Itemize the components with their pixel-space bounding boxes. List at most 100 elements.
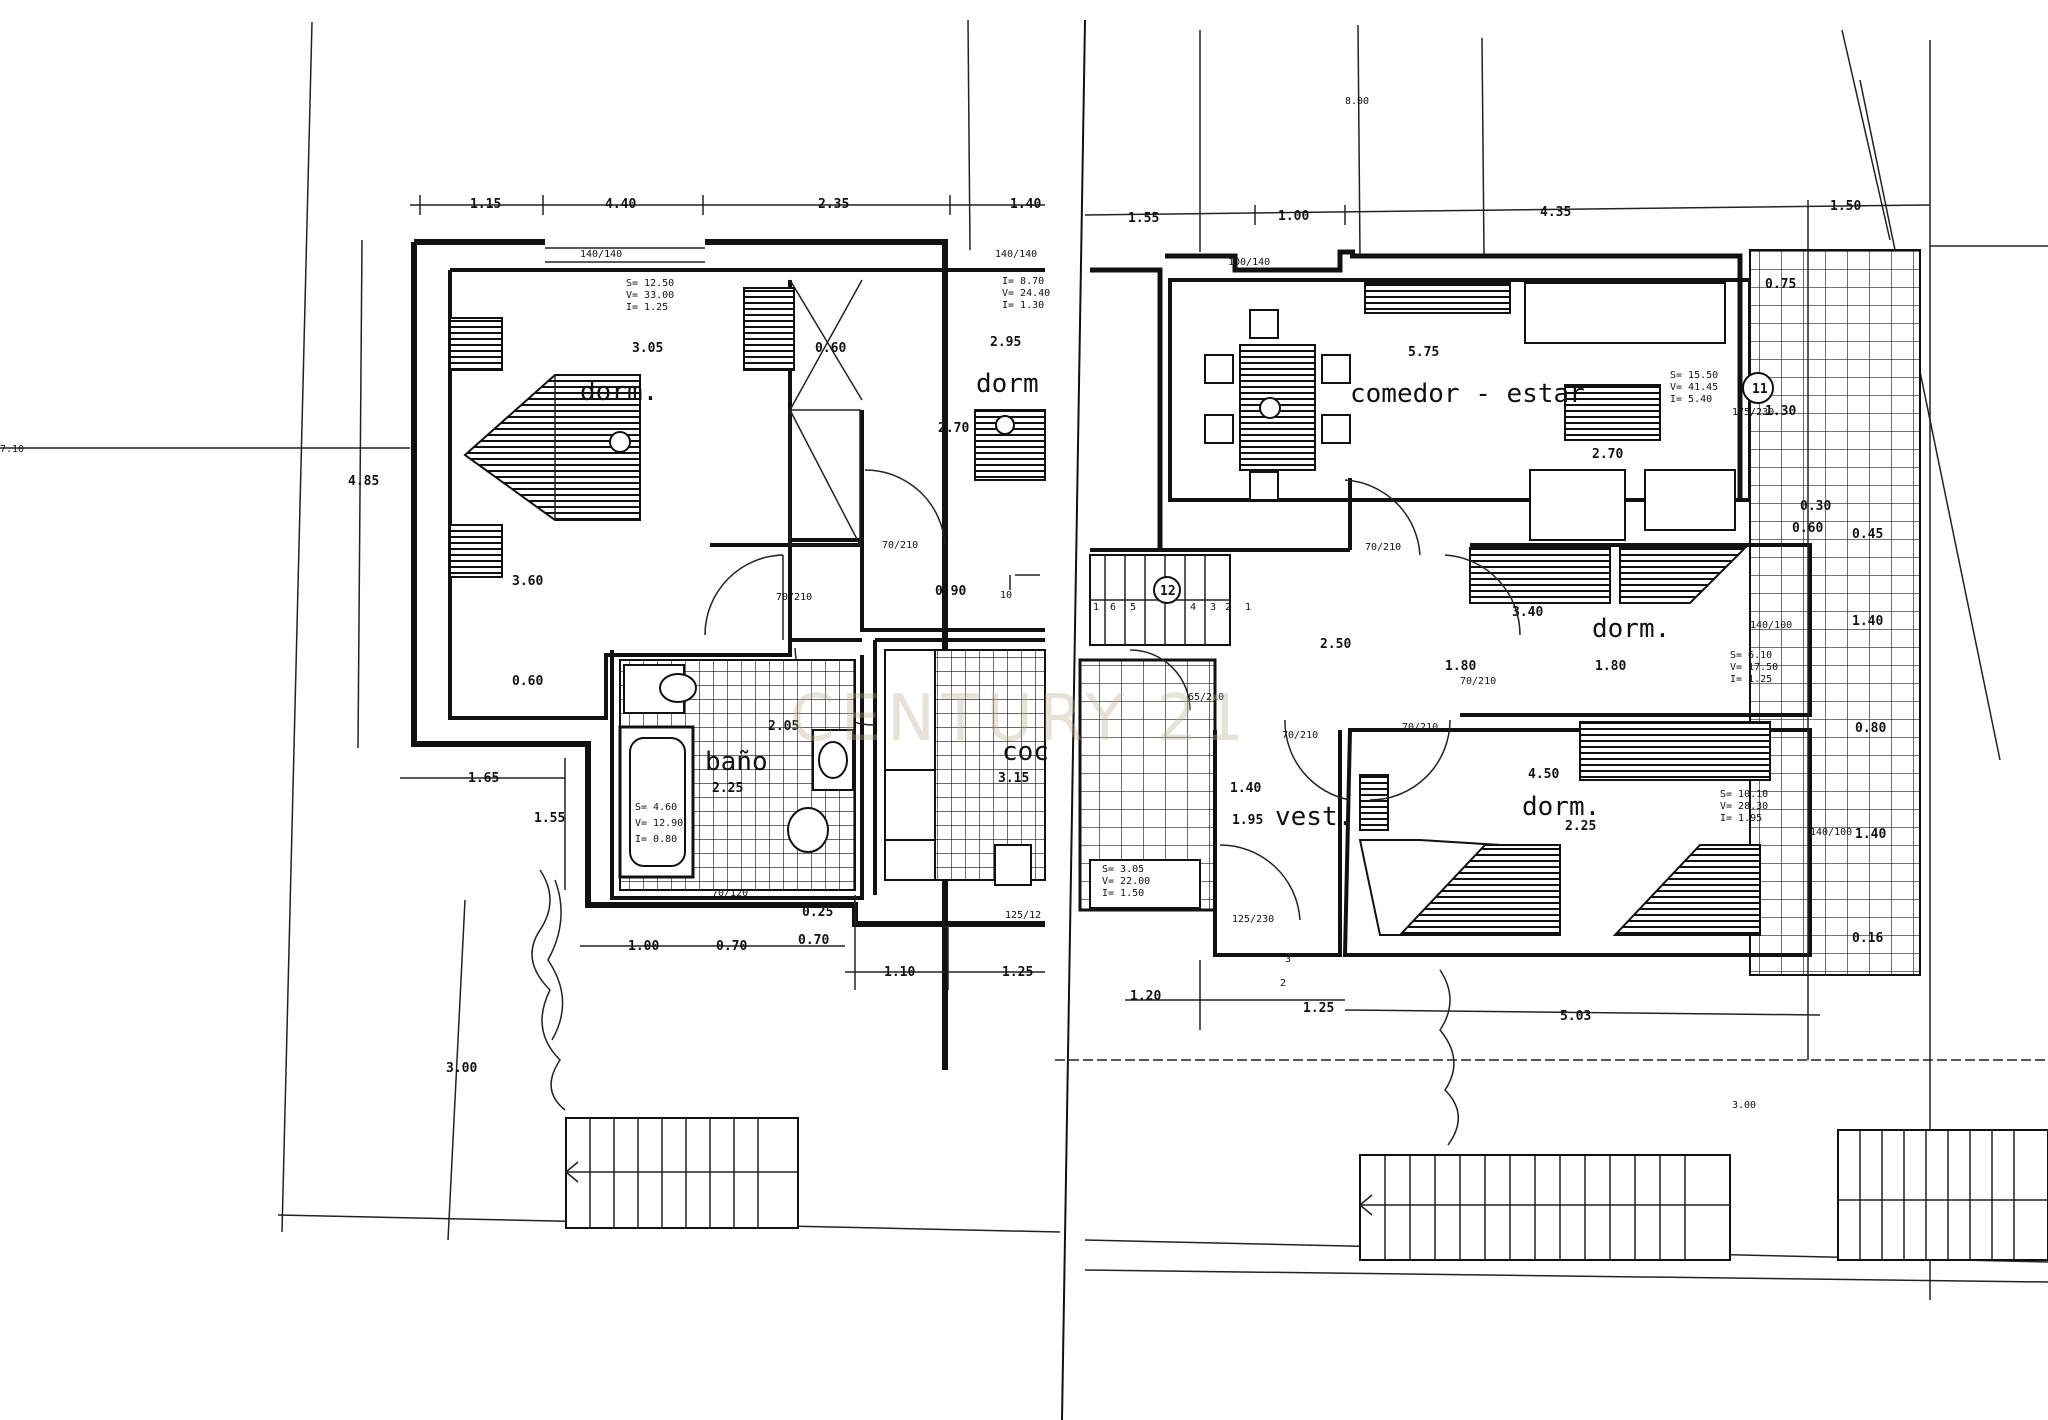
dim: 0.80 [1855, 721, 1886, 736]
door-label: 65/210 [1188, 692, 1224, 703]
dim: 0.75 [1765, 277, 1796, 292]
dim: 2.70 [1592, 447, 1623, 462]
svg-text:4: 4 [1190, 602, 1196, 613]
svg-text:S= 4.60: S= 4.60 [635, 802, 677, 813]
dim: 2.05 [768, 719, 799, 734]
right-outdoor-steps [1359, 1129, 2048, 1261]
svg-text:3: 3 [1285, 954, 1291, 965]
svg-text:S= 15.50: S= 15.50 [1670, 370, 1718, 381]
window-label: 140/100 [1810, 827, 1852, 838]
window-label: 140/100 [1750, 620, 1792, 631]
left-dorm2-area: I= 8.70 V= 24.40 I= 1.30 [1002, 276, 1050, 311]
svg-text:I= 1.25: I= 1.25 [1730, 674, 1772, 685]
circle-label: 12 [1160, 584, 1176, 599]
window-label: 140/140 [995, 249, 1037, 260]
dim: 7.10 [0, 444, 24, 455]
svg-text:5: 5 [1130, 602, 1136, 613]
svg-text:1: 1 [1245, 602, 1251, 613]
left-outdoor-steps [565, 1117, 799, 1229]
svg-text:V= 22.00: V= 22.00 [1102, 876, 1150, 887]
dim: 1.25 [1303, 1001, 1334, 1016]
right-dorm1-label: dorm. [1592, 614, 1670, 644]
svg-text:I= 0.80: I= 0.80 [635, 834, 677, 845]
dim: 0.16 [1852, 931, 1883, 946]
dim: 1.40 [1855, 827, 1886, 842]
left-dorm1-label: dorm. [580, 377, 658, 407]
dim: 0.90 [935, 584, 966, 599]
svg-text:S= 3.05: S= 3.05 [1102, 864, 1144, 875]
dim: 0.70 [798, 933, 829, 948]
left-floor-plan [357, 195, 1046, 1241]
left-bano-label: baño [705, 747, 768, 777]
left-bano-area: S= 4.60 V= 12.90 I= 0.80 [635, 802, 683, 845]
door-label: 70/210 [1402, 722, 1438, 733]
circle-label: 11 [1752, 382, 1768, 397]
stair-step-numbers: 1 6 5 4 3 2 1 3 2 [1093, 602, 1291, 989]
svg-text:6: 6 [1110, 602, 1116, 613]
dim: 0.45 [1852, 527, 1883, 542]
dim: 3.00 [446, 1061, 477, 1076]
door-label: 70/210 [1365, 542, 1401, 553]
dim: 3.40 [1512, 605, 1543, 620]
svg-text:S= 6.10: S= 6.10 [1730, 650, 1772, 661]
door-label: 70/210 [882, 540, 918, 551]
door-label: 70/210 [1282, 730, 1318, 741]
dim: 1.10 [884, 965, 915, 980]
door-label: 70/210 [1460, 676, 1496, 687]
dim: 0.30 [1800, 499, 1831, 514]
svg-text:V= 28.30: V= 28.30 [1720, 801, 1768, 812]
window-label: 140/140 [580, 249, 622, 260]
door-label: 70/120 [712, 888, 748, 899]
dim: 1.80 [1445, 659, 1476, 674]
svg-text:V= 17.50: V= 17.50 [1730, 662, 1778, 673]
svg-text:I= 8.70: I= 8.70 [1002, 276, 1044, 287]
svg-text:2: 2 [1225, 602, 1231, 613]
dim: 2.25 [1565, 819, 1596, 834]
dim: 1.80 [1595, 659, 1626, 674]
dim: 4.40 [605, 197, 636, 212]
right-dimension-lines [1084, 200, 1931, 1060]
left-cocina-label: coc [1002, 737, 1049, 767]
dim: 1.55 [534, 811, 565, 826]
svg-text:I= 5.40: I= 5.40 [1670, 394, 1712, 405]
svg-text:V= 24.40: V= 24.40 [1002, 288, 1050, 299]
dim: 4.35 [1540, 205, 1571, 220]
dim: 1.95 [1232, 813, 1263, 828]
watermark-logo: CENTURY 21 [790, 682, 1250, 756]
dim: 2.35 [818, 197, 849, 212]
svg-text:I= 1.95: I= 1.95 [1720, 813, 1762, 824]
right-vest-area: S= 3.05 V= 22.00 I= 1.50 [1102, 864, 1150, 899]
window-label: 100/140 [1228, 257, 1270, 268]
left-dimension-lines [357, 195, 1045, 1241]
right-dorm1-area: S= 6.10 V= 17.50 I= 1.25 [1730, 650, 1778, 685]
dim: 1.30 [1765, 404, 1796, 419]
dim: 5.75 [1408, 345, 1439, 360]
dim: 4.85 [348, 474, 379, 489]
door-label: 10 [1000, 590, 1012, 601]
svg-text:S= 12.50: S= 12.50 [626, 278, 674, 289]
svg-text:V= 33.00: V= 33.00 [626, 290, 674, 301]
svg-text:V= 41.45: V= 41.45 [1670, 382, 1718, 393]
right-comedor-area: S= 15.50 V= 41.45 I= 5.40 [1670, 370, 1718, 405]
dim: 3.05 [632, 341, 663, 356]
right-dorm2-area: S= 10.10 V= 28.30 I= 1.95 [1720, 789, 1768, 824]
dim: 4.50 [1528, 767, 1559, 782]
dim: 1.00 [628, 939, 659, 954]
left-dorm1-area: S= 12.50 V= 33.00 I= 1.25 [626, 278, 674, 313]
dim: 0.60 [1792, 521, 1823, 536]
dim: 1.20 [1130, 989, 1161, 1004]
dim: 0.60 [512, 674, 543, 689]
right-vest-label: vest. [1275, 802, 1353, 832]
svg-text:I= 1.30: I= 1.30 [1002, 300, 1044, 311]
dim: 0.60 [815, 341, 846, 356]
svg-text:2: 2 [1280, 978, 1286, 989]
door-label: 125/12 [1005, 910, 1041, 921]
dim: 8.00 [1345, 96, 1369, 107]
dim: 3.00 [1732, 1100, 1756, 1111]
dim: 2.50 [1320, 637, 1351, 652]
dim: 1.40 [1852, 614, 1883, 629]
right-floor-plan [1078, 200, 2048, 1261]
dim: 1.40 [1010, 197, 1041, 212]
svg-text:3: 3 [1210, 602, 1216, 613]
